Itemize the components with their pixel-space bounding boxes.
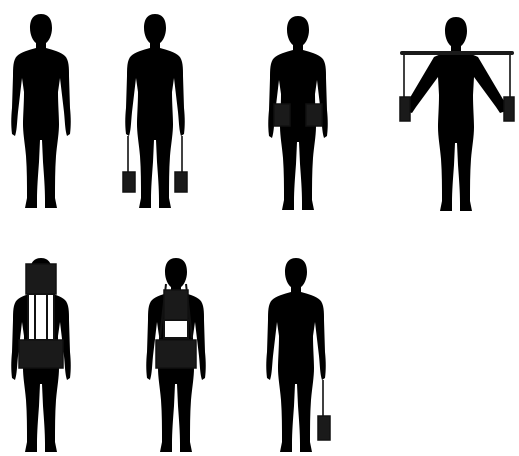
figure-shoulder-bar [400,17,514,211]
figure-backpack-frame-rear [146,258,206,452]
figure-single-hand-weight [266,258,330,452]
rear-upper-pack-icon [164,290,188,320]
right-weight-icon [175,172,187,192]
figure-backpack-frame-front [11,258,71,452]
left-hip-weight-icon [274,104,290,126]
pack-frame [28,294,54,340]
figure-side-weights-at-hips [268,16,328,210]
rear-pack-frame [164,320,188,338]
figure-hand-weights-hanging [123,14,187,208]
bar-left-weight-icon [400,97,410,121]
single-weight-icon [318,416,330,440]
left-weight-icon [123,172,135,192]
figure-no-load [11,14,71,208]
lower-pack-icon [19,340,63,368]
upper-pack-icon [26,264,56,294]
right-hip-weight-icon [306,104,322,126]
rear-lower-pack-icon [156,340,196,368]
bar-right-weight-icon [504,97,514,121]
